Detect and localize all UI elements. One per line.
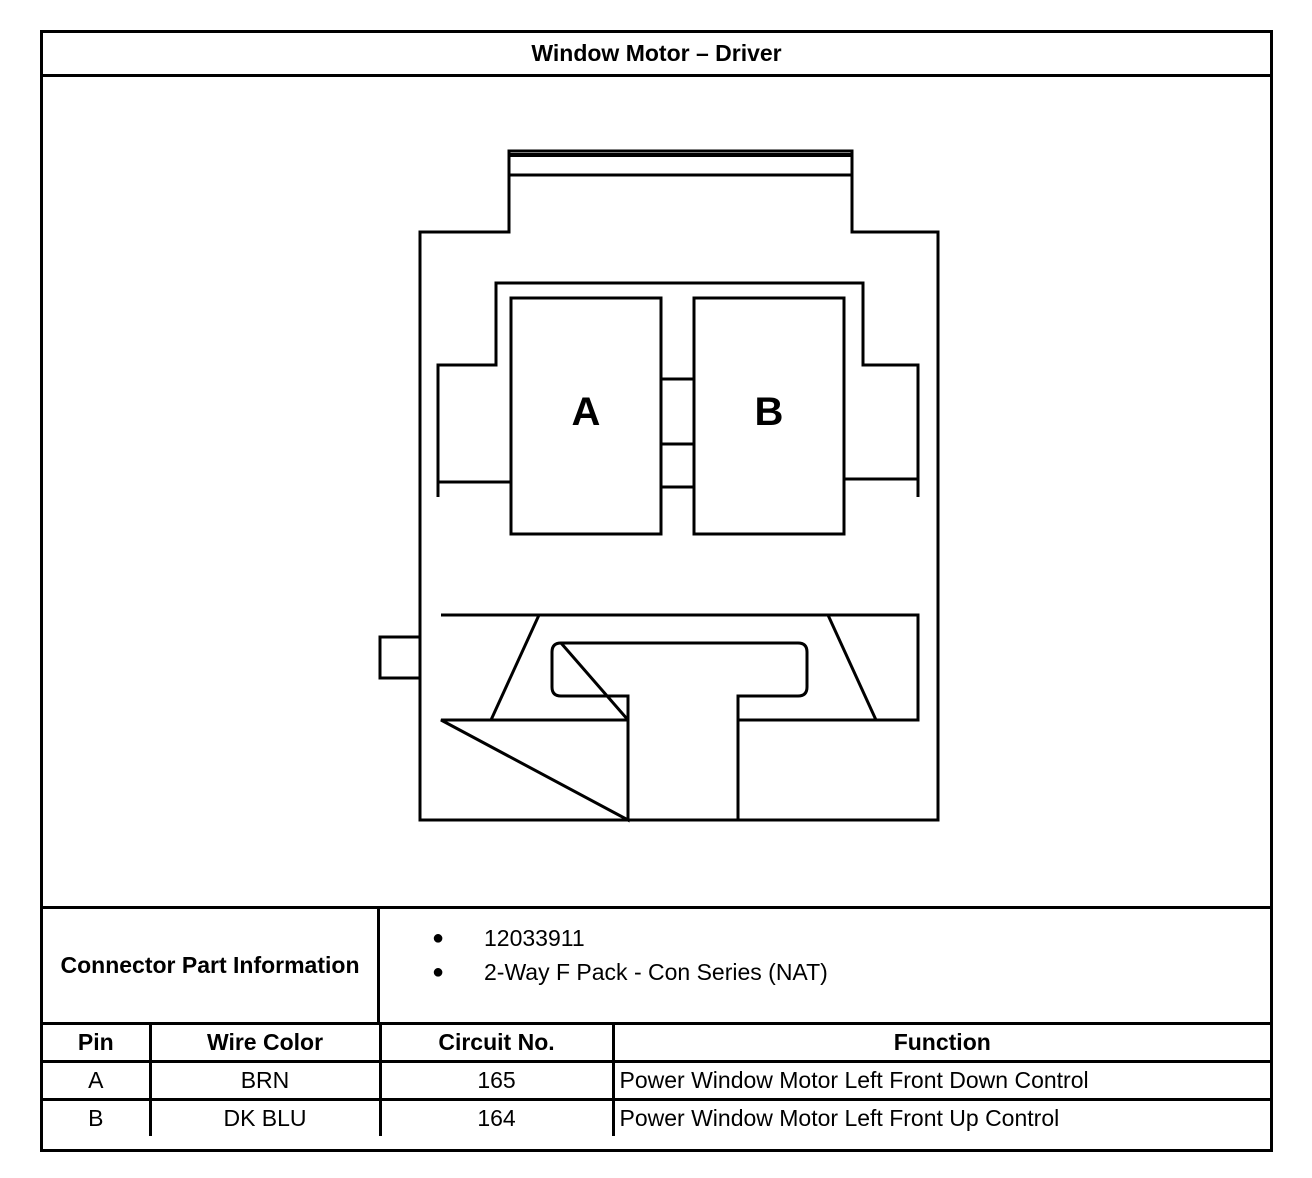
pin-table: Pin Wire Color Circuit No. Function A BR… [43,1025,1270,1136]
cell-circuit-no: 164 [378,1098,615,1136]
cavity-b [692,296,846,536]
bullet-icon: ● [432,960,445,983]
cavity-b-label: B [755,390,784,434]
lock-window-outline [440,613,920,823]
lock-ramp-left [489,614,541,721]
connector-housing-outline [418,149,940,822]
connector-face-drawing: A B [378,149,940,823]
pin-table-header: Pin Wire Color Circuit No. Function [43,1025,1270,1063]
part-info-label: Connector Part Information [43,909,380,1022]
header-function: Function [611,1025,1270,1063]
cavity-a-label: A [572,390,601,434]
cavity-a [509,296,663,536]
part-info-item: ● 2-Way F Pack - Con Series (NAT) [432,955,1270,989]
sheet-title: Window Motor – Driver [43,33,1270,77]
terminal-shroud-outline [436,281,920,497]
cell-pin: A [43,1060,152,1101]
connector-series: 2-Way F Pack - Con Series (NAT) [484,958,828,985]
lock-t-bar-outline [550,641,809,725]
cell-circuit-no: 165 [378,1060,615,1101]
cell-function: Power Window Motor Left Front Down Contr… [611,1060,1270,1101]
connector-info-sheet: Window Motor – Driver A [40,30,1273,1152]
connector-diagram: A B [43,77,1270,909]
table-row: B DK BLU 164 Power Window Motor Left Fro… [43,1098,1270,1136]
cell-wire-color: BRN [148,1060,382,1101]
header-circuit-no: Circuit No. [378,1025,615,1063]
cell-function: Power Window Motor Left Front Up Control [611,1098,1270,1136]
header-wire-color: Wire Color [148,1025,382,1063]
lock-ramp-right [826,614,878,721]
polarizing-tab [378,635,422,680]
cell-wire-color: DK BLU [148,1098,382,1136]
table-row: A BRN 165 Power Window Motor Left Front … [43,1060,1270,1101]
cell-pin: B [43,1098,152,1136]
part-number: 12033911 [484,924,585,951]
connector-part-info: Connector Part Information ● 12033911 ● … [43,909,1270,1025]
part-info-list: ● 12033911 ● 2-Way F Pack - Con Series (… [380,909,1270,1022]
bullet-icon: ● [432,926,445,949]
part-info-item: ● 12033911 [432,921,1270,955]
header-pin: Pin [43,1025,152,1063]
